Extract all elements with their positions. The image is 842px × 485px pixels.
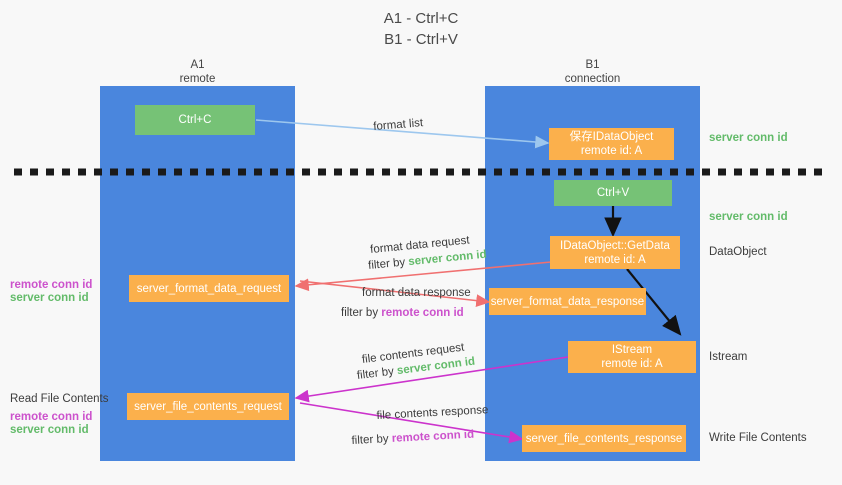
arrow-label-format-data-response: format data response	[362, 287, 471, 299]
filter-value-2: remote conn id	[381, 307, 464, 319]
box-getdata-line2: remote id: A	[584, 253, 646, 266]
box-server-file-contents-request[interactable]: server_file_contents_request	[127, 393, 289, 420]
label-remote-conn-id-1: remote conn id	[10, 279, 93, 291]
box-ctrl-c[interactable]: Ctrl+C	[135, 105, 255, 135]
label-server-conn-id-mid: server conn id	[709, 211, 788, 223]
filter-prefix-3: filter by	[356, 365, 398, 383]
filter-prefix-4: filter by	[351, 432, 393, 448]
box-idataobject-line2: remote id: A	[580, 145, 643, 157]
box-ctrl-v[interactable]: Ctrl+V	[554, 180, 672, 206]
box-istream-line1: IStream	[611, 344, 653, 356]
label-istream: Istream	[709, 351, 748, 363]
box-getdata-line1: IDataObject::GetData	[560, 239, 670, 252]
label-write-file-contents: Write File Contents	[709, 432, 807, 444]
label-dataobject: DataObject	[709, 246, 767, 258]
column-header-a1-sub: remote	[179, 73, 216, 85]
arrow-label-file-contents-response-filter: filter by remote conn id	[351, 428, 474, 449]
box-istream[interactable]: IStream remote id: A	[568, 341, 696, 373]
box-idataobject-line1: 保存IDataObject	[569, 131, 654, 143]
column-header-b1: B1 connection	[485, 58, 700, 86]
label-server-conn-id-1: server conn id	[10, 292, 89, 304]
column-header-b1-sub: connection	[564, 73, 621, 85]
column-header-b1-name: B1	[585, 59, 600, 71]
page-title: A1 - Ctrl+C B1 - Ctrl+V	[0, 8, 842, 50]
box-ctrl-v-line1: Ctrl+V	[596, 187, 630, 199]
box-server-format-data-response-label: server_format_data_response	[490, 295, 645, 308]
label-server-conn-id-top: server conn id	[709, 132, 788, 144]
filter-value-4: remote conn id	[391, 428, 475, 445]
arrow-label-format-data-response-filter: filter by remote conn id	[341, 306, 464, 321]
box-server-file-contents-response-label: server_file_contents_response	[525, 432, 683, 445]
box-getdata[interactable]: IDataObject::GetData remote id: A	[550, 236, 680, 269]
column-header-a1-name: A1	[190, 59, 205, 71]
box-server-file-contents-response[interactable]: server_file_contents_response	[522, 425, 686, 452]
box-server-format-data-response[interactable]: server_format_data_response	[489, 288, 646, 315]
box-idataobject[interactable]: 保存IDataObject remote id: A	[549, 128, 674, 160]
label-read-file-contents: Read File Contents	[10, 393, 109, 405]
box-istream-line2: remote id: A	[601, 358, 663, 370]
filter-prefix-2: filter by	[341, 307, 382, 319]
box-ctrl-c-line1: Ctrl+C	[178, 114, 212, 126]
box-server-format-data-request[interactable]: server_format_data_request	[129, 275, 289, 302]
arrow-label-format-list: format list	[372, 117, 424, 134]
title-line-2: B1 - Ctrl+V	[384, 31, 458, 48]
column-header-a1: A1 remote	[100, 58, 295, 86]
label-remote-conn-id-2: remote conn id	[10, 411, 93, 423]
arrow-label-file-contents-response: file contents response	[376, 404, 489, 423]
label-server-conn-id-2: server conn id	[10, 424, 89, 436]
box-server-format-data-request-label: server_format_data_request	[136, 282, 282, 295]
filter-prefix-1: filter by	[367, 256, 409, 273]
box-server-file-contents-request-label: server_file_contents_request	[134, 400, 282, 413]
title-line-1: A1 - Ctrl+C	[383, 10, 459, 27]
